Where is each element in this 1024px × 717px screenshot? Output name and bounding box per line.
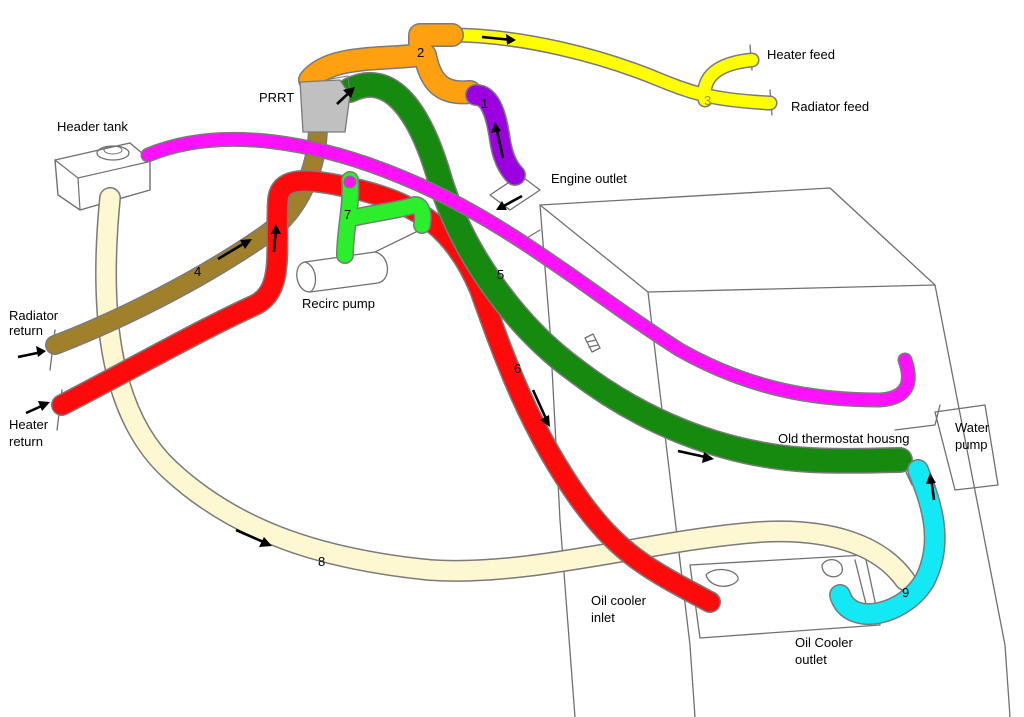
label-radiator-return-line2: return (9, 323, 43, 338)
label-engine-outlet: Engine outlet (551, 171, 627, 186)
hose-8 (95, 187, 916, 591)
prrt-block (299, 75, 351, 133)
hose-pink (140, 131, 916, 408)
arrow-hose-6-down (531, 389, 550, 427)
hose-9 (829, 459, 946, 626)
hose-number-7: 7 (344, 207, 351, 222)
hose-6 (51, 170, 721, 613)
label-prrt: PRRT (259, 90, 294, 105)
flow-arrows (17, 34, 936, 547)
oil-cooler-plate (689, 554, 881, 639)
arrow-hose-8 (235, 528, 272, 547)
hose-number-1: 1 (481, 96, 488, 111)
arrow-hose-3 (481, 34, 516, 45)
arrow-prrt (336, 87, 355, 105)
recirc-pump-body (296, 251, 389, 293)
component-labels: Heater feed Radiator feed PRRT Header ta… (9, 47, 990, 667)
arrow-hose-9 (926, 473, 936, 501)
arrow-heater-return (25, 401, 50, 415)
label-radiator-return-line1: Radiator (9, 308, 59, 323)
label-radiator-feed: Radiator feed (791, 99, 869, 114)
hose-number-3: 3 (704, 93, 711, 108)
hose-2 (298, 23, 482, 105)
hose-numbers: 1 2 3 4 5 6 7 8 9 (194, 45, 909, 600)
arrow-hose-1 (491, 122, 505, 159)
hose-number-8: 8 (318, 554, 325, 569)
arrow-hose-5 (677, 449, 714, 463)
hose-7 (336, 171, 432, 264)
hose-4 (45, 115, 328, 355)
hose-number-6: 6 (514, 361, 521, 376)
label-old-thermostat-housing: Old thermostat housng (778, 431, 910, 446)
arrow-hose-6-up (271, 224, 281, 253)
hose-number-5: 5 (497, 267, 504, 282)
header-tank-shape (54, 142, 151, 211)
label-oil-cooler-outlet-line1: Oil Cooler (795, 635, 853, 650)
label-header-tank: Header tank (57, 119, 128, 134)
hose-number-9: 9 (902, 585, 909, 600)
water-pump-box (934, 404, 999, 491)
label-water-pump-line2: pump (955, 437, 988, 452)
hose-3 (442, 27, 778, 111)
label-heater-return-line2: return (9, 434, 43, 449)
label-oil-cooler-inlet-line1: Oil cooler (591, 593, 647, 608)
hose-5 (337, 71, 913, 474)
label-oil-cooler-outlet-line2: outlet (795, 652, 827, 667)
label-oil-cooler-inlet-line2: inlet (591, 610, 615, 625)
hose-number-4: 4 (194, 264, 201, 279)
arrow-radiator-return (17, 346, 46, 359)
hose-number-2: 2 (417, 45, 424, 60)
arrow-hose-4 (217, 239, 252, 261)
hose-8-fill (96, 188, 915, 590)
label-water-pump-line1: Water (955, 420, 990, 435)
label-recirc-pump: Recirc pump (302, 296, 375, 311)
arrow-engine-outlet (496, 194, 523, 210)
label-heater-feed: Heater feed (767, 47, 835, 62)
label-heater-return-line1: Heater (9, 417, 49, 432)
